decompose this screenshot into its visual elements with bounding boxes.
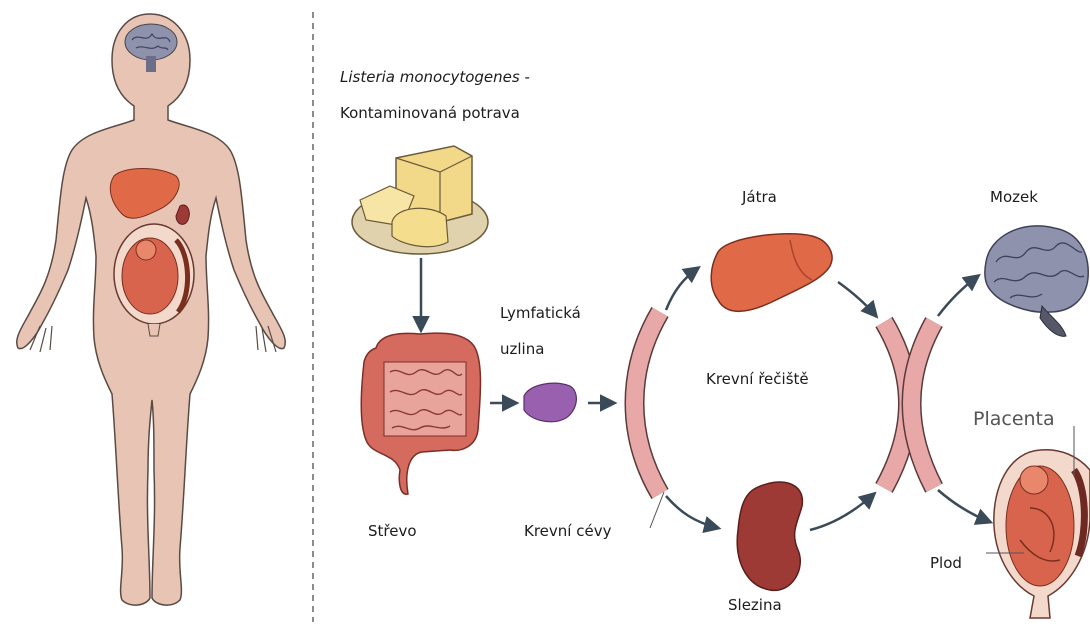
pathogen-name: Listeria monocytogenes (340, 68, 520, 86)
intestine-label: Střevo (368, 522, 417, 540)
food-source-label: Kontaminovaná potrava (340, 104, 520, 122)
intestine-icon (361, 333, 480, 494)
cheese-icon (352, 146, 488, 254)
spleen-icon (737, 482, 802, 590)
liver-icon (711, 234, 832, 312)
liver-label: Játra (742, 188, 777, 206)
fetus-icon (994, 450, 1090, 618)
lymph-node-icon (524, 383, 576, 421)
lymph-node-label-line1: Lymfatická (500, 304, 581, 322)
arrow-liver-to-vessel (838, 282, 876, 316)
arrow-vessel-to-brain (938, 276, 978, 316)
blood-vessels-label: Krevní cévy (524, 522, 611, 540)
body-icon (17, 14, 286, 605)
arrow-vessel-to-spleen (666, 496, 718, 528)
arrow-vessel-to-fetus (938, 490, 990, 522)
placenta-label: Placenta (973, 408, 1055, 430)
arrow-spleen-to-vessel (810, 494, 874, 530)
spleen-label: Slezina (728, 596, 782, 614)
pathogen-label: Listeria monocytogenes - (340, 68, 530, 86)
blood-circulation-label: Krevní řečiště (706, 370, 809, 388)
lymph-node-label-line2: uzlina (500, 340, 544, 358)
blood-vessel-branch-fill (912, 322, 935, 488)
arrow-vessel-to-liver (666, 268, 698, 310)
brain-label: Mozek (990, 188, 1038, 206)
fetus-label: Plod (930, 554, 962, 572)
pathogen-dash: - (520, 68, 530, 86)
brain-icon (985, 226, 1088, 336)
